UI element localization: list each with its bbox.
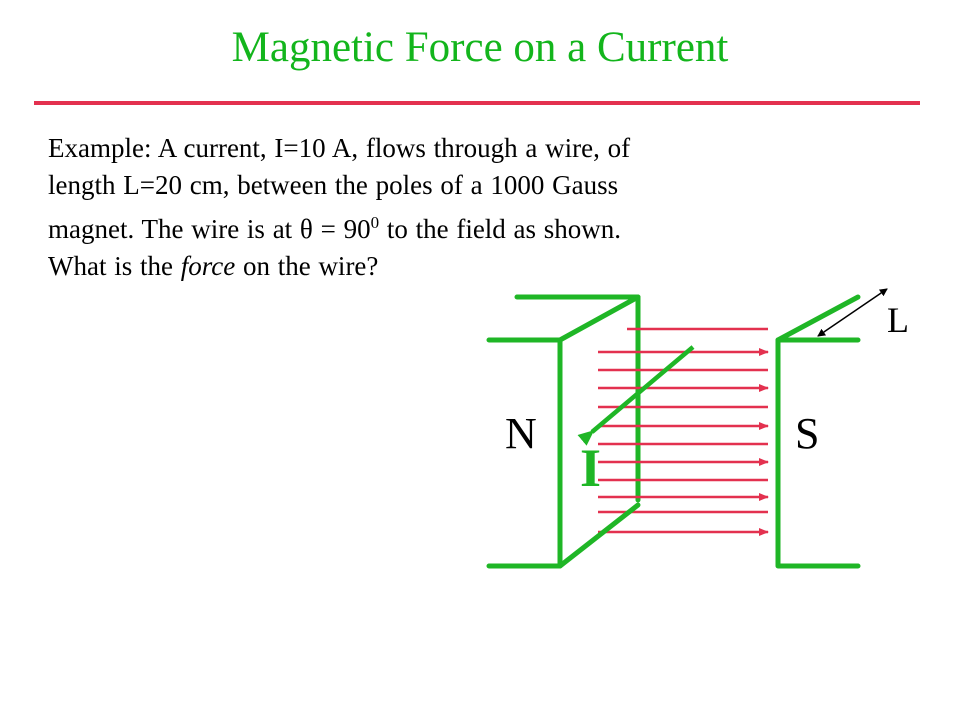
- north-pole-back: [514, 294, 641, 503]
- slide-title: Magnetic Force on a Current: [231, 24, 729, 71]
- example-text: Example: A current, I=10 A, flows throug…: [48, 130, 928, 285]
- current-wire: [577, 345, 695, 446]
- example-line-3: magnet. The wire is at θ = 900 to the fi…: [48, 204, 928, 248]
- length-label: L: [887, 300, 909, 340]
- example-line-2: length L=20 cm, between the poles of a 1…: [48, 170, 619, 200]
- title-divider: [34, 101, 920, 105]
- north-pole-front: [486, 294, 641, 569]
- force-word: force: [180, 251, 236, 281]
- north-label: N: [505, 409, 537, 458]
- example-line-1: Example: A current, I=10 A, flows throug…: [48, 133, 631, 163]
- example-line-4-start: What is the: [48, 251, 181, 281]
- field-lines: [598, 327, 769, 536]
- degree-superscript: 0: [370, 213, 380, 232]
- current-label: I: [580, 438, 601, 498]
- example-line-4-end: on the wire?: [235, 251, 379, 281]
- example-line-3-end: to the field as shown.: [379, 214, 622, 244]
- example-line-4: What is the force on the wire?: [48, 248, 928, 285]
- south-label: S: [795, 409, 819, 458]
- example-line-3-start: magnet. The wire is at θ = 90: [48, 214, 371, 244]
- length-indicator: [817, 288, 888, 337]
